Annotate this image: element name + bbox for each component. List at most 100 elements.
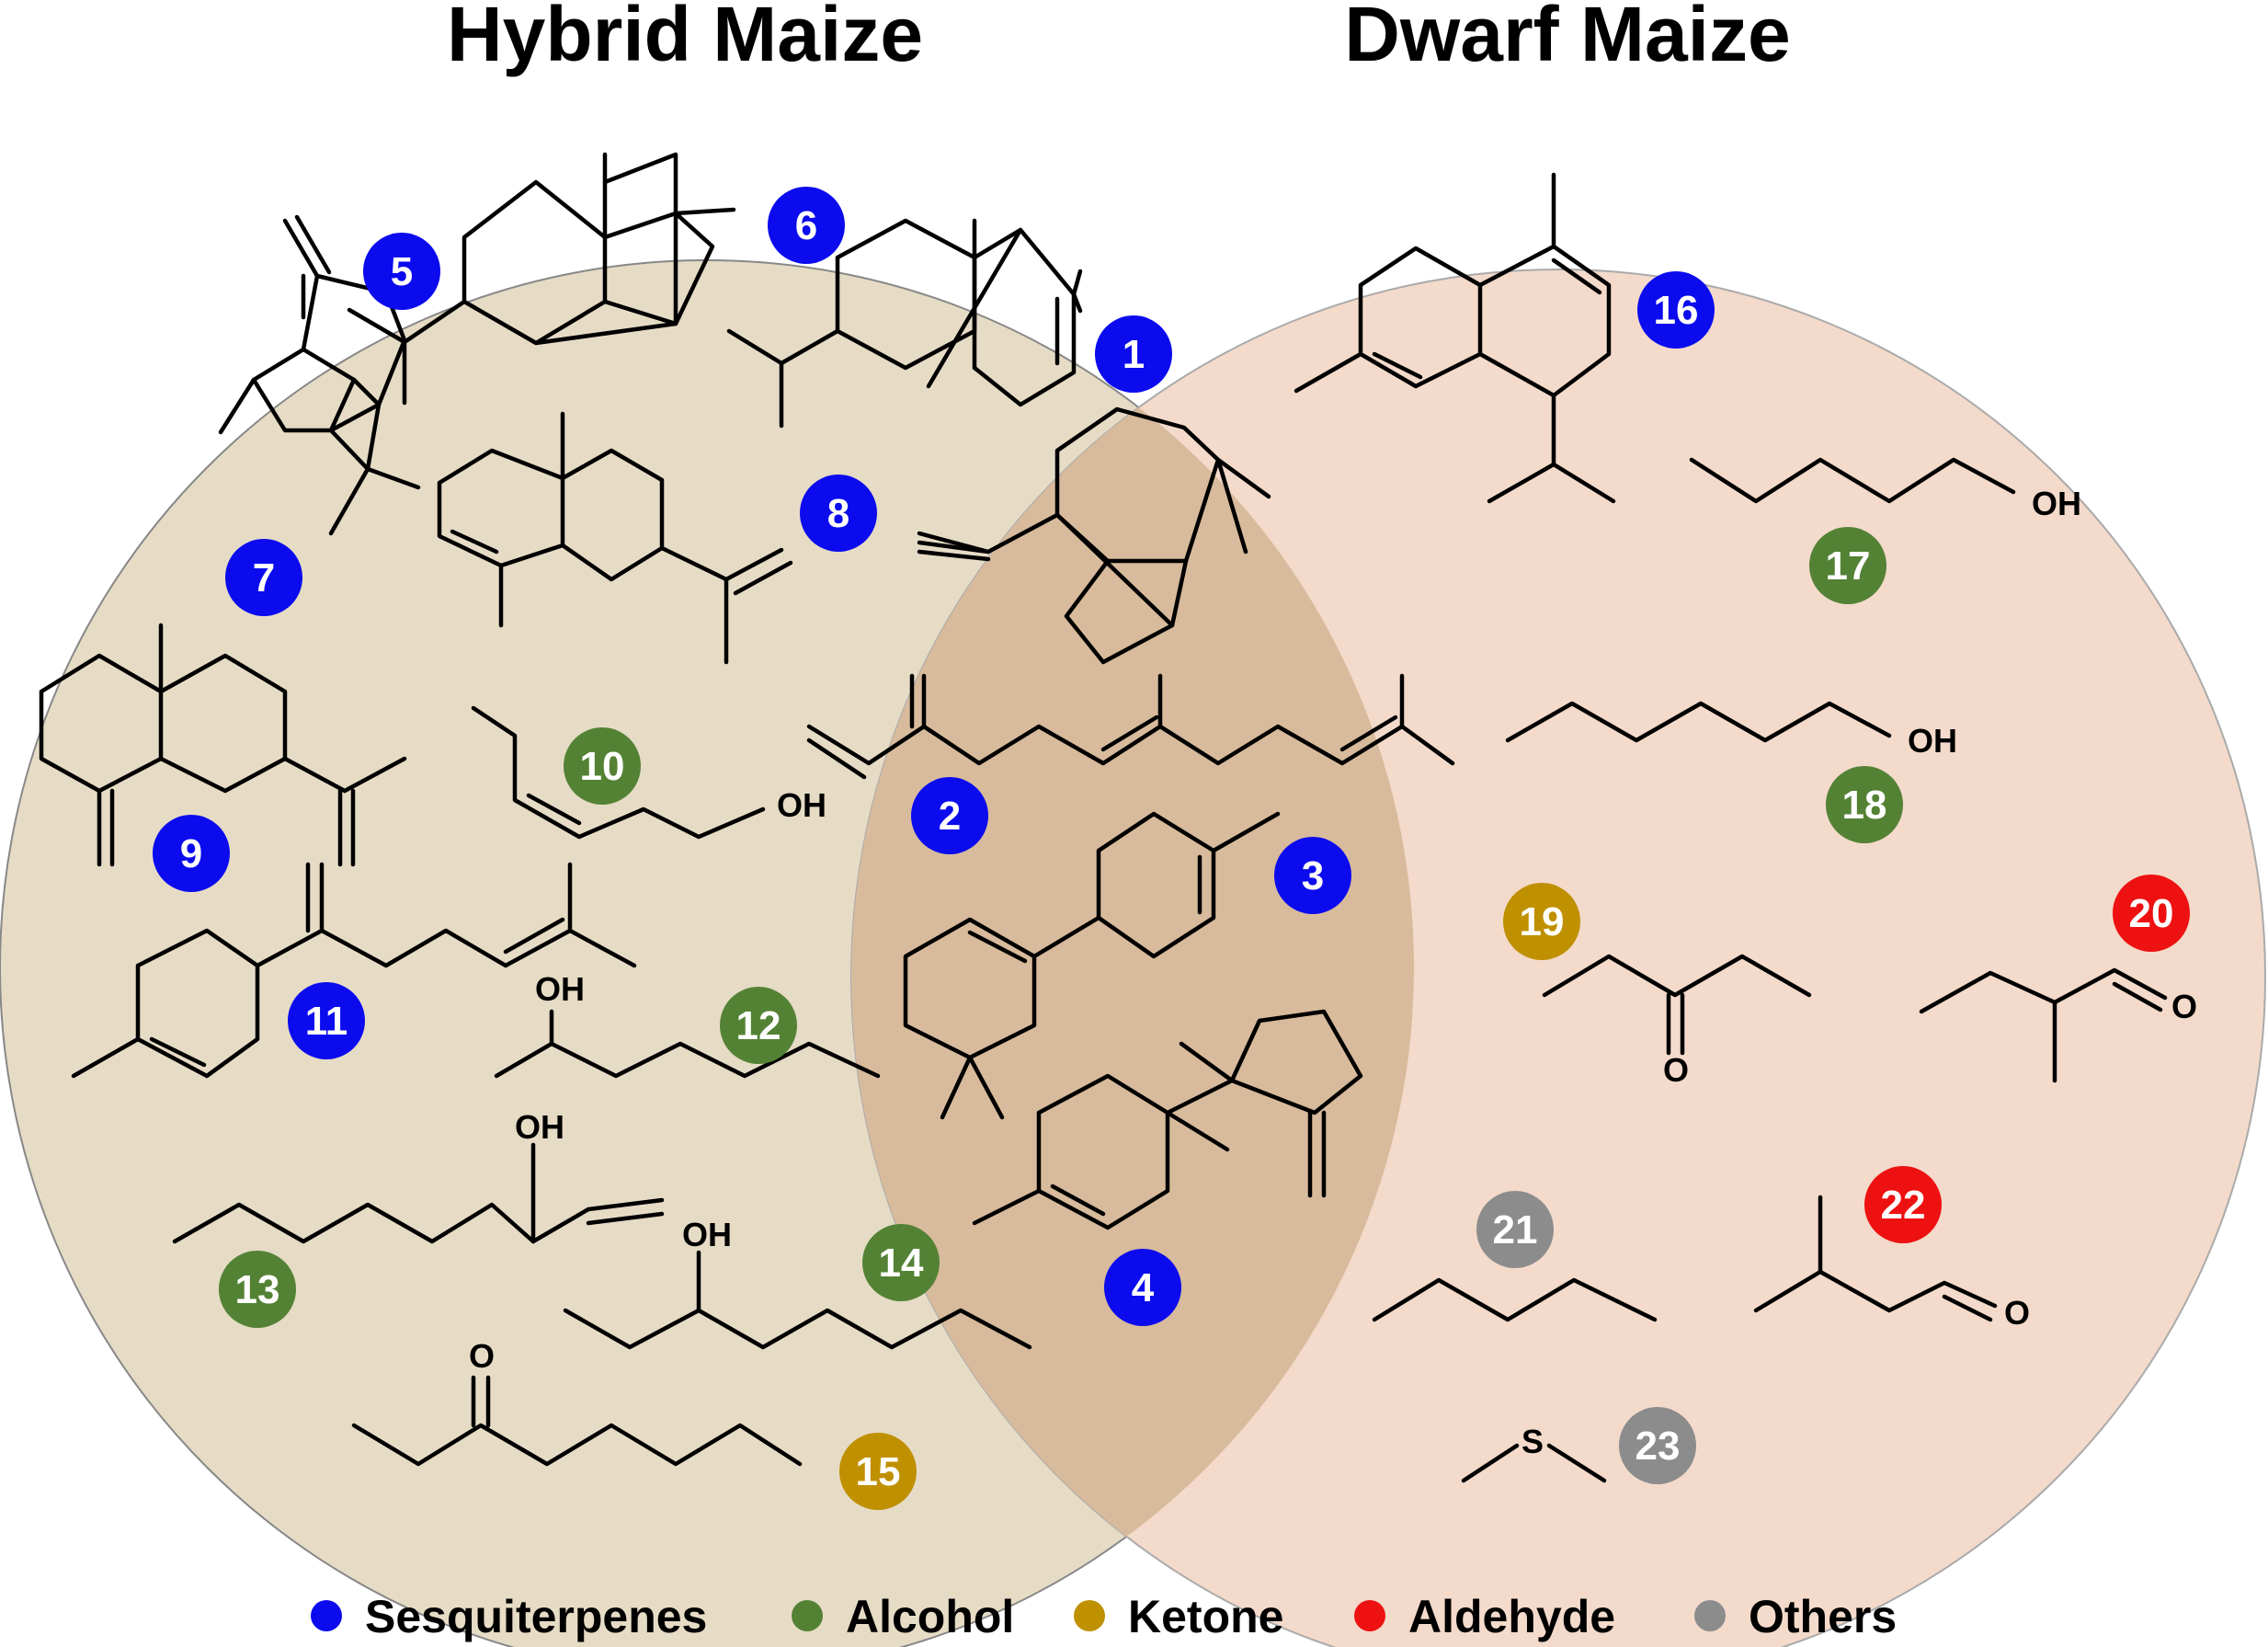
legend-item-oth: Others [1694,1591,1897,1642]
compound-badge-20: 20 [2113,875,2190,952]
badge-number: 5 [391,249,413,294]
compound-badge-8: 8 [800,475,877,552]
compound-badge-18: 18 [1826,766,1903,843]
structure-19: O [1542,954,1812,1089]
compound-badge-15: 15 [839,1433,917,1510]
compound-badge-4: 4 [1104,1249,1181,1326]
legend-label: Alcohol [846,1591,1014,1642]
badge-circle [363,233,440,310]
legend-dot [1694,1600,1726,1631]
structure-7 [218,214,421,536]
badge-number: 19 [1520,899,1565,944]
structure-9 [39,623,407,867]
structure-22: O [1753,1195,2030,1332]
dwarf-maize-title: Dwarf Maize [1344,0,1790,77]
compound-badge-12: 12 [720,987,797,1064]
structure-13: OH [172,1108,665,1244]
badge-number: 14 [879,1241,924,1286]
compound-badge-22: 22 [1864,1166,1942,1243]
badge-circle [1104,1249,1181,1326]
structure-18: OH [1505,701,1957,760]
badge-circle [1095,315,1172,393]
compound-badge-16: 16 [1637,271,1715,349]
compound-badge-13: 13 [219,1251,296,1328]
structure-5 [347,152,736,406]
compound-badge-21: 21 [1476,1191,1554,1268]
badge-number: 13 [235,1267,280,1312]
structure-8 [437,411,793,665]
badge-circle [839,1433,917,1510]
structure-10: OH [471,705,826,840]
structure-15: O [351,1337,803,1467]
badge-circle [1274,837,1351,914]
structure-12: OH [494,970,881,1079]
badge-number: 9 [180,831,202,876]
legend-item-ket: Ketone [1074,1591,1283,1642]
chemical-structures: OH OH OH [39,152,2197,1483]
badge-circle [1503,883,1580,960]
legend-label: Ketone [1128,1591,1283,1642]
legend-dot [1074,1600,1105,1631]
structure-4 [972,1009,1363,1230]
badge-circle [225,539,302,616]
badge-circle [720,987,797,1064]
compound-badge-17: 17 [1809,527,1886,604]
atom-label: OH [535,970,585,1008]
badge-circle [2113,875,2190,952]
atom-label: O [2171,988,2197,1025]
badge-circle [1619,1407,1696,1484]
compound-badge-19: 19 [1503,883,1580,960]
legend: Sesquiterpenes Alcohol Ketone Aldehyde Other… [311,1591,1897,1642]
legend-label: Sesquiterpenes [365,1591,707,1642]
badge-number: 1 [1123,332,1145,377]
badge-number: 17 [1826,543,1871,589]
badge-circle [153,815,230,892]
badge-number: 20 [2129,891,2174,936]
compound-badge-7: 7 [225,539,302,616]
atom-label: S [1521,1423,1544,1460]
structure-6 [726,218,1083,429]
hybrid-maize-title: Hybrid Maize [447,0,923,77]
badge-number: 4 [1132,1265,1155,1310]
atom-label: O [469,1337,495,1375]
badge-circle [288,982,365,1059]
atom-label: OH [2032,485,2081,522]
compound-badge-5: 5 [363,233,440,310]
badge-number: 3 [1302,853,1324,898]
structure-20: O [1919,967,2197,1083]
badge-number: 22 [1881,1183,1926,1228]
badge-number: 6 [795,203,817,248]
badge-circle [1476,1191,1554,1268]
badge-number: 7 [253,555,275,600]
compound-badge-6: 6 [768,187,845,264]
atom-label: OH [682,1216,732,1253]
legend-label: Others [1749,1591,1897,1642]
badge-circle [1637,271,1715,349]
compound-badge-10: 10 [564,727,641,805]
atom-label: OH [1908,722,1957,760]
structure-21 [1372,1277,1658,1322]
compound-badge-9: 9 [153,815,230,892]
legend-dot [1354,1600,1385,1631]
badge-circle [1809,527,1886,604]
structure-1 [917,406,1271,665]
compound-badge-1: 1 [1095,315,1172,393]
badge-number: 10 [580,744,625,789]
legend-item-ald: Aldehyde [1354,1591,1615,1642]
badge-circle [564,727,641,805]
compound-badge-23: 23 [1619,1407,1696,1484]
badge-circle [800,475,877,552]
structure-17: OH [1689,457,2081,522]
compound-badge-3: 3 [1274,837,1351,914]
badge-circle [862,1224,940,1301]
badge-number: 15 [856,1449,901,1494]
badge-circle [219,1251,296,1328]
badge-circle [911,777,988,854]
badge-number: 2 [939,794,961,839]
badge-number: 18 [1842,783,1887,828]
structure-2 [806,673,1455,780]
structure-11 [71,862,637,1079]
atom-label: OH [777,786,826,824]
